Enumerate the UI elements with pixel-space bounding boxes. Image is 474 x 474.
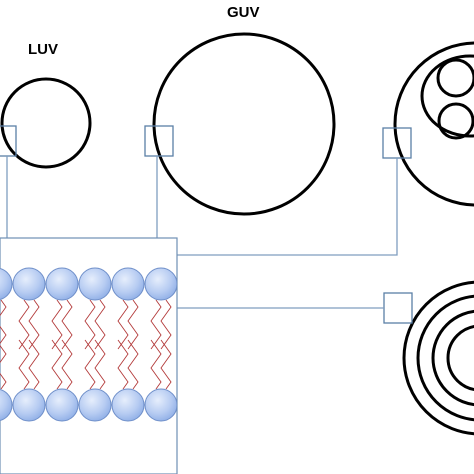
zoom-connectors (6, 156, 398, 309)
lipid-tail-b4b (127, 339, 139, 390)
lipid-head-top-2 (45, 267, 79, 301)
lipid-head-top-1 (12, 267, 46, 301)
luv-label: LUV (28, 41, 58, 58)
mvv-inner-vesicle (420, 54, 474, 138)
mvv-nested-vesicle-top (436, 58, 474, 98)
mlv-lamella-2 (416, 294, 474, 422)
guv-vesicle (152, 32, 336, 216)
lipid-tail-t1b (28, 299, 40, 350)
mvv-outer-membrane (393, 41, 474, 207)
lipid-tail-b0b (0, 344, 7, 390)
lipid-tail-t0b (0, 299, 7, 345)
guv-label: GUV (227, 4, 260, 21)
mlv-lamella-3 (431, 309, 474, 407)
luv-vesicle (0, 77, 92, 169)
lipid-tail-b3a (84, 339, 96, 390)
mlv-lamella-4 (446, 325, 474, 391)
multilamellar-vesicle (402, 280, 474, 436)
lipid-tail-t5b (160, 299, 172, 350)
lipid-tail-t2a (51, 299, 63, 350)
lipid-tail-t3a (84, 299, 96, 350)
lipid-tail-b2a (51, 339, 63, 390)
lipid-tail-t2b (61, 299, 73, 350)
lipid-head-top-0 (0, 267, 13, 301)
lipid-tail-b2b (61, 339, 73, 390)
mlv-zoom-box (383, 292, 413, 324)
guv-zoom-box (144, 125, 174, 157)
lipid-tail-t1a (18, 299, 30, 350)
lipid-tail-t3b (94, 299, 106, 350)
lipid-head-top-3 (78, 267, 112, 301)
mvv-nested-vesicle-bottom (437, 102, 474, 140)
mvv-connector (177, 158, 398, 256)
lipid-tail-t4b (127, 299, 139, 350)
lipid-head-bottom-5 (144, 388, 177, 422)
lipid-head-bottom-1 (12, 388, 46, 422)
lipid-bilayer (0, 267, 177, 422)
lipid-tail-t5a (150, 299, 162, 350)
lipid-tail-b3b (94, 339, 106, 390)
lipid-tail-b4a (117, 339, 129, 390)
multivesicular-vesicle (393, 41, 474, 207)
mlv-lamella-1 (402, 280, 474, 436)
lipid-tail-b1b (28, 339, 40, 390)
lipid-tail-b5b (160, 339, 172, 390)
lipid-tail-b5a (150, 339, 162, 390)
lipid-head-bottom-4 (111, 388, 145, 422)
lipid-head-top-5 (144, 267, 177, 301)
lipid-head-bottom-2 (45, 388, 79, 422)
lipid-tail-b1a (18, 339, 30, 390)
lipid-head-top-4 (111, 267, 145, 301)
lipid-head-bottom-3 (78, 388, 112, 422)
lipid-head-bottom-0 (0, 388, 13, 422)
lipid-tail-t4a (117, 299, 129, 350)
